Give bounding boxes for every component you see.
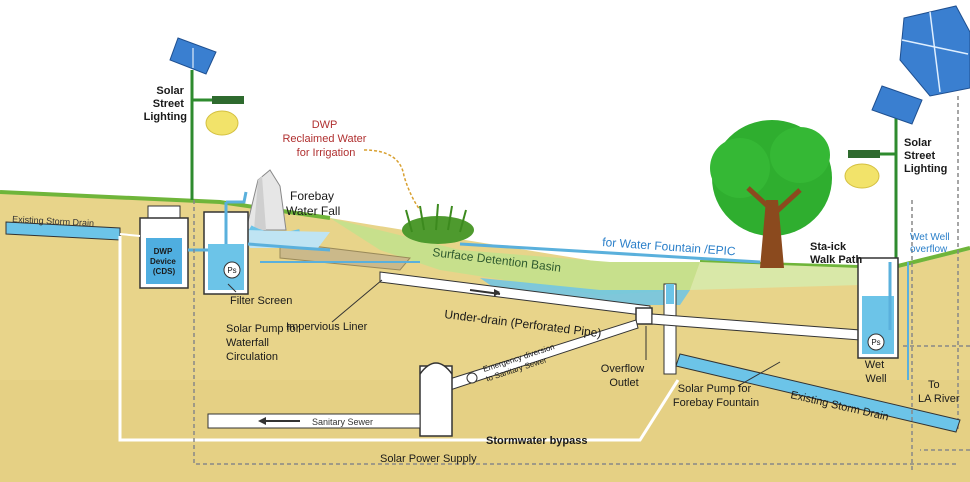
flow-line-fountain-return (459, 242, 761, 264)
solar-street-light-right (844, 85, 923, 270)
label-sta-ick-walk-path: Sta-ick Walk Path (810, 241, 862, 266)
label-stormwater-bypass: Stormwater bypass (486, 435, 587, 447)
label-solar-street-lighting-left: Solar Street Lighting (144, 85, 187, 123)
label-solar-pump-forebay: Solar Pump for Forebay Fountain (673, 383, 759, 409)
pump-symbol-right: Ps (871, 338, 880, 347)
basin-walk-slope (690, 262, 860, 290)
forebay-waterfall (244, 169, 330, 248)
overflow-outlet-box (635, 307, 653, 325)
leader-dwp-reclaimed (363, 149, 421, 211)
tree (710, 120, 832, 268)
label-solar-street-lighting-right: Solar Street Lighting (904, 137, 947, 175)
label-filter-screen: Filter Screen (230, 295, 292, 307)
wet-well (857, 257, 899, 359)
sanitary-sewer (207, 362, 453, 437)
label-forebay-water-fall: Forebay Water Fall (286, 189, 340, 218)
overflow-standpipe (663, 283, 677, 375)
pump-chamber-left (203, 191, 249, 295)
solar-street-light-left (169, 37, 244, 200)
surface-detention-basin (330, 218, 700, 295)
label-sanitary-sewer: Sanitary Sewer (312, 417, 373, 427)
label-solar-pump-waterfall: Solar Pump for Waterfall Circulation (226, 323, 302, 363)
grass-surface-left (0, 190, 331, 220)
solar-panel-array (899, 5, 970, 430)
leader-filter-screen (227, 283, 237, 293)
dwp-device-cds (139, 205, 189, 289)
label-overflow-outlet: Overflow Outlet (601, 363, 647, 389)
label-to-la-river: To LA River (918, 379, 960, 405)
label-solar-power-supply: Solar Power Supply (380, 453, 477, 465)
basin-water (480, 278, 690, 305)
existing-storm-drain-right-pipe (675, 353, 961, 433)
label-dwp-reclaimed-water: DWP Reclaimed Water for Irrigation (282, 119, 369, 159)
leader-forebay-fountain (737, 361, 781, 387)
label-wet-well: Wet Well (865, 359, 887, 385)
grass-tuft (402, 203, 474, 244)
solar-power-supply-line (193, 200, 958, 465)
leader-impervious-liner (331, 279, 383, 323)
stormwater-bypass-line (118, 236, 680, 442)
flow-line-chamber-to-basin (247, 242, 331, 252)
label-wet-well-overflow: Wet Well overflow (910, 232, 952, 255)
label-impervious-liner: Impervious Liner (286, 321, 368, 333)
label-dwp-device: DWP Device (CDS) (150, 247, 178, 276)
soil-lower-shade (0, 380, 970, 482)
pump-symbol-left: Ps (227, 266, 236, 275)
valve-icon (466, 372, 478, 384)
flow-line-drain-to-dwp (119, 233, 141, 237)
label-existing-storm-drain-left: Existing Storm Drain (12, 214, 94, 228)
